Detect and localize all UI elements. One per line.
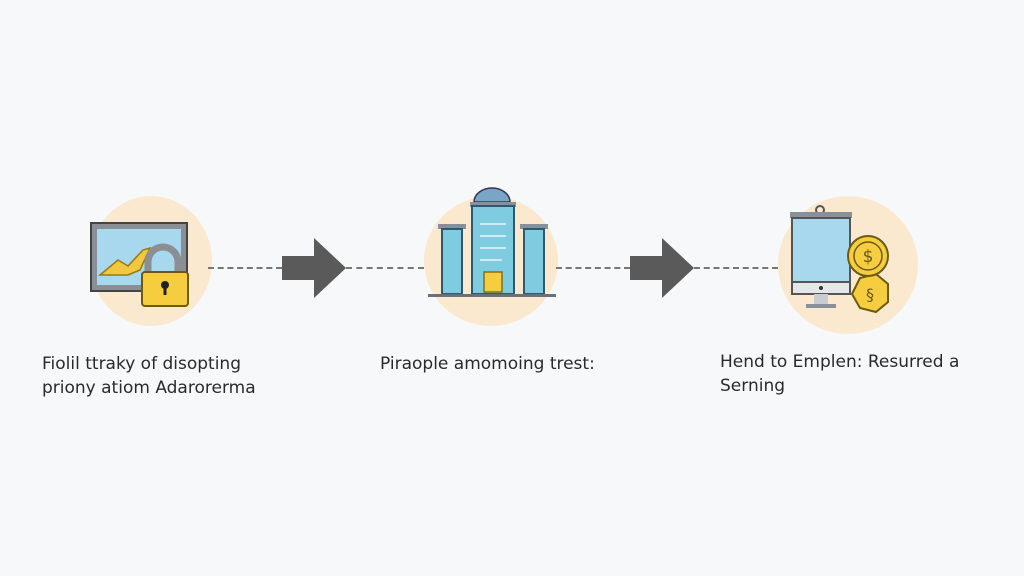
connector-line bbox=[208, 267, 282, 269]
arrow-right-icon bbox=[630, 238, 694, 298]
step-3-label: Hend to Emplen: Resurred a Serning bbox=[720, 350, 959, 398]
svg-text:$: $ bbox=[863, 247, 874, 267]
connector-line bbox=[346, 267, 424, 269]
monitor-coins-icon: § $ bbox=[790, 205, 889, 314]
step-1-line-2: priony atiom Adarorerma bbox=[42, 378, 256, 398]
step-3-line-2: Serning bbox=[720, 376, 786, 396]
step-1-label: Fiolil ttraky of disopting priony atiom … bbox=[42, 352, 256, 400]
svg-text:§: § bbox=[866, 285, 874, 304]
server-building-icon bbox=[428, 187, 556, 297]
connector-line bbox=[694, 267, 778, 269]
monitor-lock-icon bbox=[90, 222, 189, 307]
arrow-right-icon bbox=[282, 238, 346, 298]
step-3-line-1: Hend to Emplen: Resurred a bbox=[720, 352, 960, 372]
connector-line bbox=[556, 267, 630, 269]
step-2-line-1: Piraople amomoing trest: bbox=[380, 354, 595, 374]
step-1-line-1: Fiolil ttraky of disopting bbox=[42, 354, 241, 374]
step-2-label: Piraople amomoing trest: bbox=[380, 352, 595, 376]
